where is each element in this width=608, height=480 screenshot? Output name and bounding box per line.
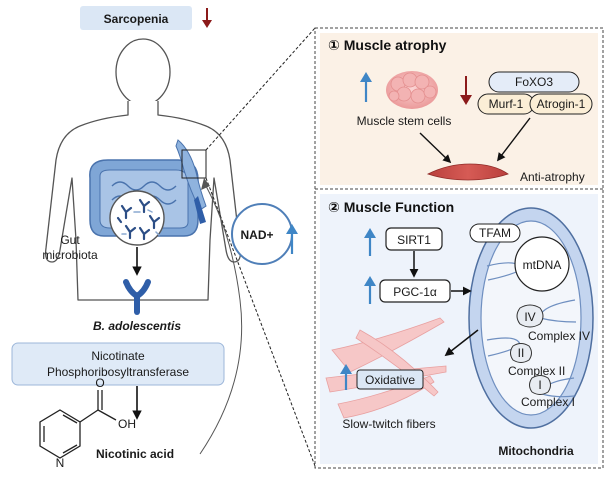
anti-atrophy-label: Anti-atrophy: [520, 170, 585, 184]
atrogin1-node: Atrogin-1: [529, 93, 593, 115]
atrogin1-label: Atrogin-1: [537, 97, 586, 111]
complex-i-number: I: [538, 378, 541, 392]
complex-ii-number: II: [518, 346, 525, 360]
oxygen-label: O: [95, 376, 104, 390]
complex-iv-number: IV: [524, 310, 535, 324]
atrophy-down-arrow: [460, 76, 472, 105]
callout-line-top: [205, 27, 316, 151]
oxidative-label: Oxidative: [365, 373, 415, 387]
mitochondria-label: Mitochondria: [498, 444, 574, 458]
gut-microbiota-label-2: microbiota: [42, 248, 98, 262]
compound-to-muscle-curve: [199, 185, 243, 455]
mtdna-node: mtDNA: [514, 236, 570, 292]
panel-muscle-function: ② Muscle Function TFAM mtDNA IV Complex …: [320, 194, 598, 464]
pgc1a-label: PGC-1α: [393, 285, 437, 299]
muscle-fiber-illustration: [426, 163, 509, 181]
sarcopenia-label: Sarcopenia: [104, 12, 169, 26]
tfam-label: TFAM: [479, 226, 511, 240]
arm-muscle: [175, 139, 207, 224]
sirt1-label: SIRT1: [397, 233, 431, 247]
complex-iv-node: IV: [516, 304, 544, 328]
nad-node: NAD+: [231, 203, 293, 265]
gut-microbiota-label-1: Gut: [60, 233, 80, 247]
sirt1-node: SIRT1: [385, 227, 443, 251]
bacterium-icon: [123, 279, 151, 315]
sarcopenia-badge: Sarcopenia: [80, 6, 192, 30]
stem-cells-label: Muscle stem cells: [357, 114, 452, 128]
hydroxyl-label: OH: [118, 417, 136, 431]
enzyme-box: Nicotinate Phosphoribosyltransferase: [11, 342, 225, 386]
complex-ii-label: Complex II: [508, 364, 565, 378]
panel2-title: ② Muscle Function: [328, 199, 454, 215]
enzyme-label-2: Phosphoribosyltransferase: [47, 365, 189, 379]
panel-muscle-atrophy: ① Muscle atrophy Muscle stem cells FoXO3: [320, 33, 598, 185]
foxo3-node: FoXO3: [488, 71, 580, 93]
complex-iv-label: Complex IV: [528, 329, 590, 343]
right-panels-frame: [314, 27, 604, 469]
pgc1a-node: PGC-1α: [379, 279, 451, 303]
oxidative-node: Oxidative: [356, 369, 424, 390]
muscle-stem-cells: [386, 71, 438, 109]
complex-ii-node: II: [510, 343, 532, 363]
compound-to-muscle-arrowhead: [201, 178, 210, 190]
foxo3-label: FoXO3: [515, 75, 553, 89]
pgc1a-up-arrow: [364, 276, 376, 304]
mtdna-label: mtDNA: [523, 258, 562, 272]
arm-callout-box: [181, 149, 207, 179]
complex-i-node: I: [529, 375, 551, 395]
gut-microbiota-magnifier: [109, 190, 165, 246]
tfam-node: TFAM: [469, 223, 521, 243]
nad-up-arrow: [286, 224, 298, 254]
murf1-label: Murf-1: [489, 97, 524, 111]
compound-label: Nicotinic acid: [96, 447, 174, 461]
enzyme-label-1: Nicotinate: [91, 349, 145, 363]
complex-i-label: Complex I: [521, 395, 575, 409]
arrow-mito-to-fibers: [444, 329, 479, 357]
nitrogen-label: N: [56, 456, 65, 470]
nad-label: NAD+: [240, 228, 273, 242]
sirt1-up-arrow: [364, 228, 376, 256]
callout-line-bottom: [205, 177, 316, 467]
bacterium-label: B. adolescentis: [93, 319, 181, 333]
stem-cells-up-arrow: [360, 72, 372, 102]
slow-twitch-label: Slow-twitch fibers: [342, 417, 435, 431]
oxidative-up-arrow: [340, 364, 352, 390]
panel1-title: ① Muscle atrophy: [328, 37, 447, 53]
murf1-node: Murf-1: [477, 93, 535, 115]
arrow-foxo-to-muscle: [496, 117, 531, 162]
sarcopenia-down-arrow: [202, 8, 212, 28]
arrow-stem-to-muscle: [419, 132, 452, 164]
nicotinic-acid-structure: [39, 390, 117, 459]
